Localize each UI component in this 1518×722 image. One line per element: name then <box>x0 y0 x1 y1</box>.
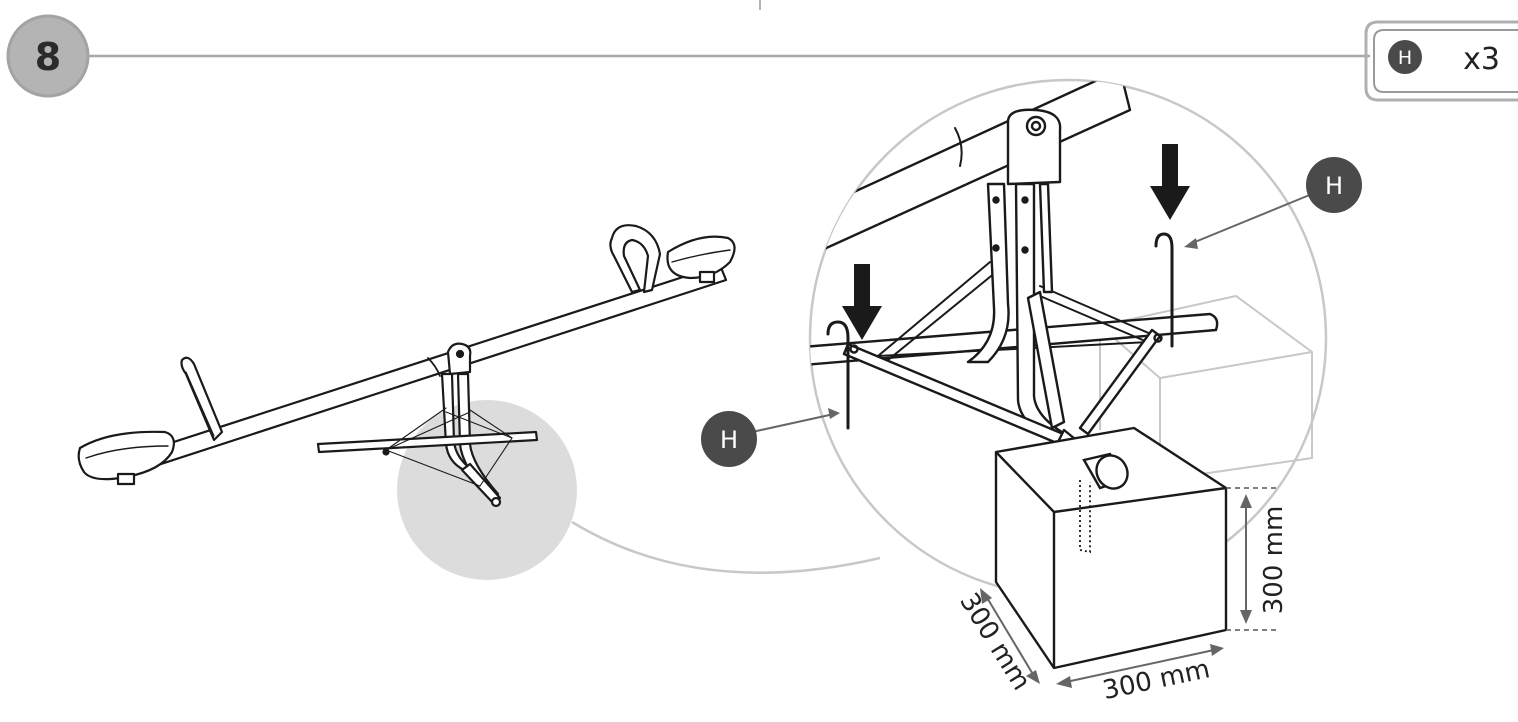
detail-post-left <box>966 182 1010 364</box>
step-badge <box>6 14 90 98</box>
concrete-block <box>994 426 1228 670</box>
seesaw-brace-cables <box>385 407 513 487</box>
detail-brace-cables <box>877 261 1161 361</box>
seesaw-pivot-bracket <box>446 342 472 376</box>
callout-circle <box>1306 157 1362 213</box>
dimension-height: 300 mm <box>1226 487 1289 631</box>
seesaw-seat-left <box>77 430 175 481</box>
parts-box-part-circle <box>1388 40 1422 74</box>
arrow-down-right-icon <box>1150 144 1190 220</box>
step-number: 8 <box>35 35 61 79</box>
stake-right <box>1154 232 1174 348</box>
callout-left: H <box>701 408 840 467</box>
callout-circle <box>701 411 757 467</box>
parts-box-quantity: x3 <box>1463 42 1500 77</box>
detail-inner-strut <box>1026 290 1066 430</box>
magnifier-connector-line <box>571 520 881 574</box>
stake-left <box>826 320 850 430</box>
dimension-height-label: 300 mm <box>1259 506 1289 615</box>
seesaw-rear-crossbar <box>316 430 539 454</box>
seesaw-handle-right <box>609 224 662 294</box>
callout-letter: H <box>720 426 738 454</box>
seesaw-seat-right <box>666 235 736 280</box>
callout-letter: H <box>1325 172 1343 200</box>
step-header: 8 <box>6 14 1370 98</box>
parts-box: H x3 <box>1364 20 1518 102</box>
detail-view <box>808 78 1328 670</box>
detail-brace-right <box>1078 328 1162 436</box>
parts-box-part-letter: H <box>1398 47 1412 69</box>
seesaw-overview <box>77 224 736 508</box>
parts-box-outer-frame <box>1364 20 1518 102</box>
seesaw-handle-left <box>180 356 224 442</box>
callout-right: H <box>1184 157 1362 249</box>
detail-pivot-bracket <box>1006 108 1062 186</box>
arrow-down-left-icon <box>842 264 882 340</box>
